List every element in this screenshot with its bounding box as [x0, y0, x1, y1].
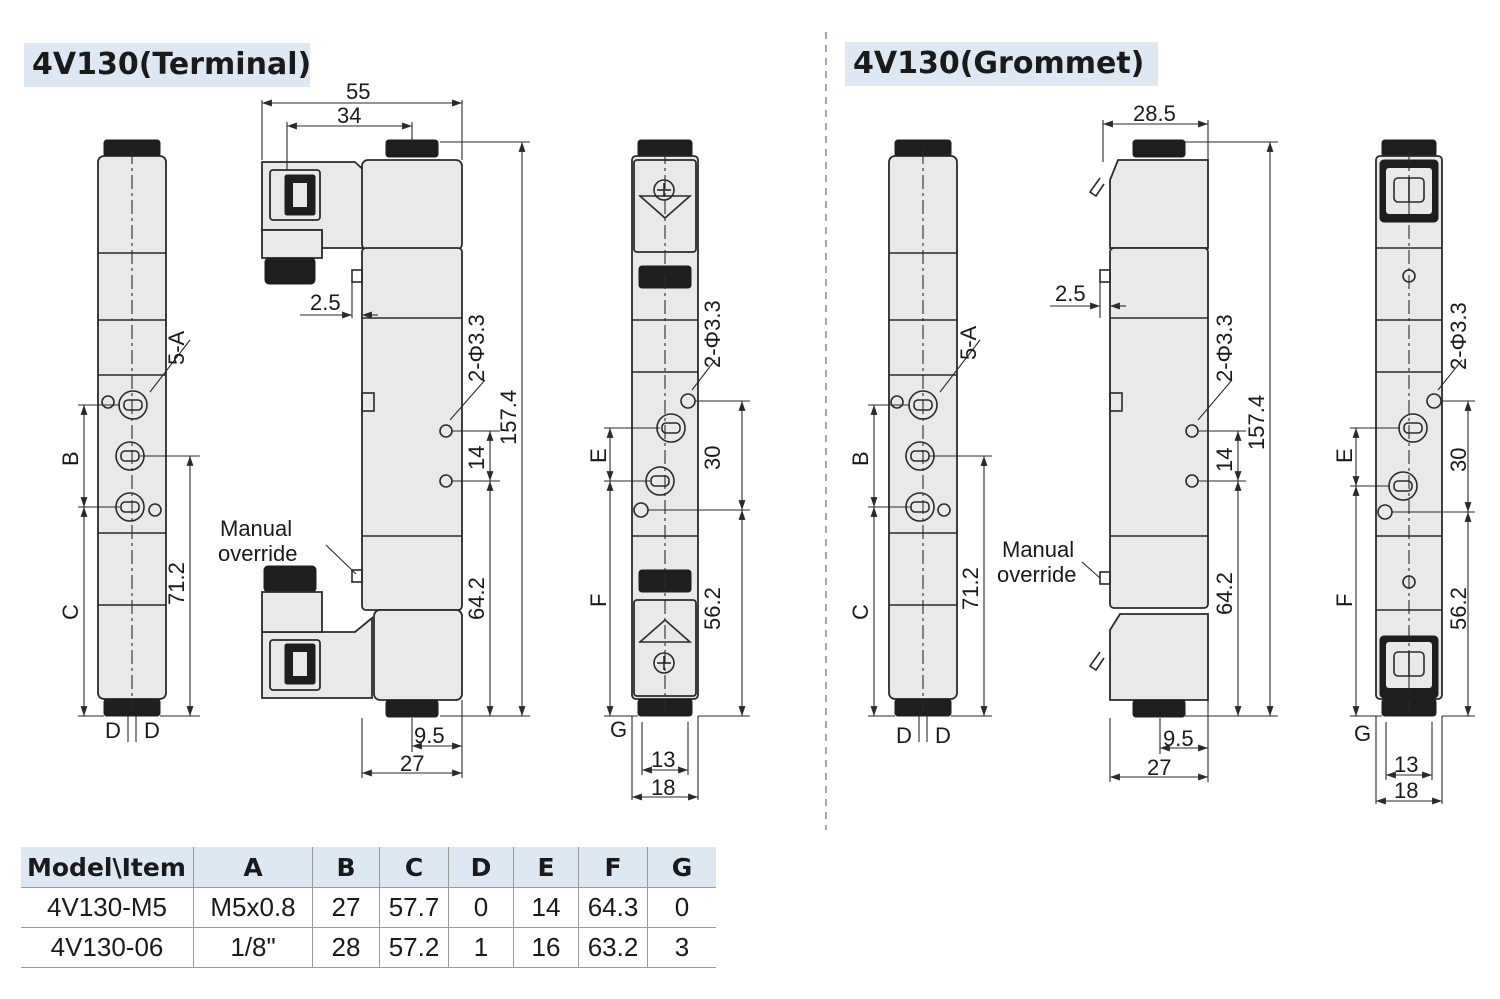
label-5a-grommet: 5-A — [956, 325, 981, 360]
label-e-terminal: E — [586, 448, 611, 463]
dim-18-terminal: 18 — [651, 775, 675, 800]
label-b-grommet: B — [848, 451, 873, 466]
grommet-title: 4V130(Grommet) — [845, 42, 1158, 86]
dim-71-2-grommet: 71.2 — [958, 567, 983, 610]
header-f: F — [578, 847, 648, 888]
header-g: G — [647, 847, 716, 888]
cell-e: 14 — [513, 887, 579, 928]
cell-a: 1/8" — [193, 927, 313, 968]
dim-27-grommet: 27 — [1147, 755, 1171, 780]
dim-28-5: 28.5 — [1133, 101, 1176, 126]
dim-64-2-terminal: 64.2 — [464, 577, 489, 620]
dim-14-terminal: 14 — [464, 446, 489, 470]
header-d: D — [448, 847, 514, 888]
label-mount-holes-terminal-end: 2-Φ3.3 — [700, 300, 725, 368]
dim-64-2-grommet: 64.2 — [1212, 572, 1237, 615]
dim-157-4-terminal: 157.4 — [496, 390, 521, 445]
cell-g: 0 — [647, 887, 716, 928]
dim-71-2-terminal: 71.2 — [164, 562, 189, 605]
header-e: E — [513, 847, 579, 888]
dim-27-terminal: 27 — [400, 751, 424, 776]
cell-c: 57.7 — [379, 887, 449, 928]
cell-d: 0 — [448, 887, 514, 928]
spec-table: Model\Item A B C D E F G 4V130-M5 M5x0.8… — [21, 847, 716, 968]
terminal-front-view — [78, 139, 200, 742]
cell-f: 64.3 — [578, 887, 648, 928]
label-g-terminal: G — [610, 717, 627, 742]
dim-34: 34 — [337, 103, 361, 128]
label-e-grommet: E — [1332, 448, 1357, 463]
grommet-end-view — [1350, 139, 1475, 805]
terminal-title: 4V130(Terminal) — [24, 43, 311, 87]
dim-30-terminal: 30 — [700, 446, 725, 470]
dim-2-5-terminal: 2.5 — [310, 290, 341, 315]
dim-18-grommet: 18 — [1394, 778, 1418, 803]
dim-157-4-grommet: 157.4 — [1244, 395, 1269, 450]
label-f-grommet: F — [1332, 594, 1357, 607]
label-d-right-grommet: D — [935, 723, 951, 748]
label-d-left-terminal: D — [105, 718, 121, 743]
label-c-grommet: C — [848, 604, 873, 620]
dim-13-terminal: 13 — [651, 747, 675, 772]
dim-9-5-grommet: 9.5 — [1163, 726, 1194, 751]
cell-a: M5x0.8 — [193, 887, 313, 928]
terminal-side-view — [261, 99, 530, 778]
label-mount-holes-grommet: 2-Φ3.3 — [1212, 314, 1237, 382]
table-row: 4V130-06 1/8" 28 57.2 1 16 63.2 3 — [21, 927, 716, 968]
header-model: Model\Item — [21, 847, 194, 888]
terminal-end-view — [604, 139, 750, 801]
label-5a-terminal: 5-A — [164, 330, 189, 365]
label-mount-holes-grommet-end: 2-Φ3.3 — [1446, 302, 1471, 370]
dim-13-grommet: 13 — [1394, 752, 1418, 777]
cell-b: 27 — [312, 887, 380, 928]
label-d-left-grommet: D — [896, 723, 912, 748]
dim-14-grommet: 14 — [1212, 448, 1237, 472]
label-mount-holes-terminal: 2-Φ3.3 — [464, 314, 489, 382]
cell-f: 63.2 — [578, 927, 648, 968]
dim-2-5-grommet: 2.5 — [1055, 281, 1086, 306]
grommet-front-view — [868, 139, 992, 742]
table-header-row: Model\Item A B C D E F G — [21, 847, 716, 888]
dim-56-2-terminal: 56.2 — [700, 587, 725, 630]
header-b: B — [312, 847, 380, 888]
cell-c: 57.2 — [379, 927, 449, 968]
dim-9-5-terminal: 9.5 — [414, 723, 445, 748]
label-override-terminal: override — [218, 541, 297, 566]
cell-g: 3 — [647, 927, 716, 968]
dim-30-grommet: 30 — [1446, 448, 1471, 472]
label-manual-terminal: Manual — [220, 516, 292, 541]
label-f-terminal: F — [586, 594, 611, 607]
cell-model: 4V130-06 — [21, 927, 194, 968]
label-g-grommet: G — [1354, 721, 1371, 746]
label-b-terminal: B — [58, 451, 83, 466]
table-row: 4V130-M5 M5x0.8 27 57.7 0 14 64.3 0 — [21, 887, 716, 928]
label-manual-grommet: Manual — [1002, 537, 1074, 562]
grommet-side-view — [1050, 120, 1278, 782]
label-d-right-terminal: D — [144, 718, 160, 743]
dim-55: 55 — [346, 79, 370, 104]
cell-model: 4V130-M5 — [21, 887, 194, 928]
label-override-grommet: override — [997, 562, 1076, 587]
label-c-terminal: C — [58, 604, 83, 620]
header-c: C — [379, 847, 449, 888]
dim-56-2-grommet: 56.2 — [1446, 587, 1471, 630]
cell-d: 1 — [448, 927, 514, 968]
technical-drawing: 5-A B C 71.2 D D 55 34 2.5 2-Φ3.3 14 157… — [58, 32, 1475, 830]
header-a: A — [193, 847, 313, 888]
cell-b: 28 — [312, 927, 380, 968]
cell-e: 16 — [513, 927, 579, 968]
